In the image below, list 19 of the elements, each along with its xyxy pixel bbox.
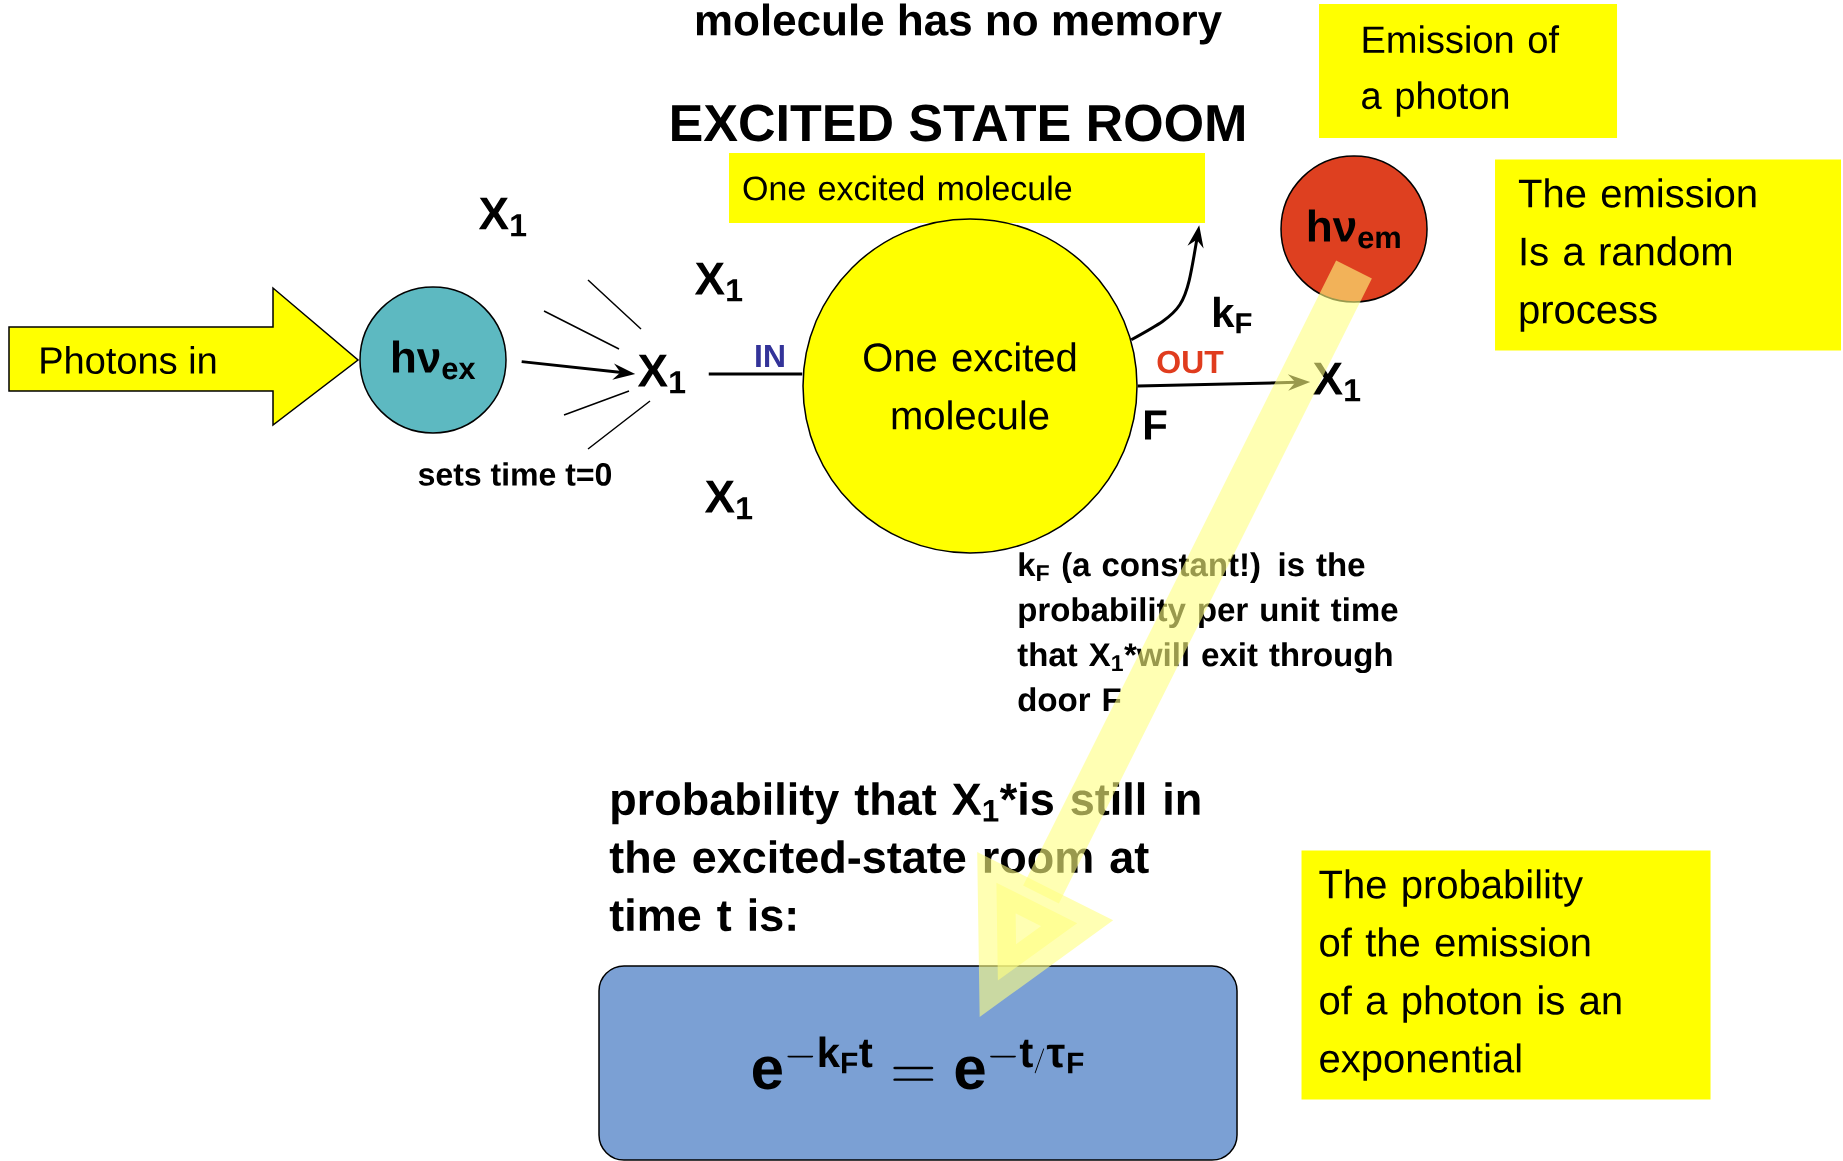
note-text: k$_{F}$ (a constant!) is the probability per unit time that X$_{1}$*will exit through door F — [1017, 552, 1398, 712]
state-label: X$_{1}$ — [704, 480, 753, 520]
rate-label: k$_{F}$ — [1214, 296, 1252, 334]
state-label: X$_{1}$ — [478, 197, 527, 237]
state-label: X$_{1}$ — [1312, 362, 1361, 402]
edge-label: OUT — [1155, 349, 1225, 375]
note-box: One excited molecule — [729, 153, 1205, 223]
note-box: Emission of a photon — [1319, 4, 1618, 138]
state-label: X$_{1}$ — [637, 354, 686, 394]
state-label: X$_{1}$ — [694, 262, 743, 302]
heading: EXCITED STATE ROOM — [672, 104, 1244, 142]
note-text: probability that X$_{1}$*is still in the excited-state room at time t is: — [609, 782, 1200, 932]
note-box: The emission Is a random process — [1495, 159, 1842, 351]
note-box: The probability of the emission of a photon is an exponential — [1301, 850, 1711, 1100]
formula-box: $e^{-k_{F}t} = e^{-t/\tau_{F}}$ — [598, 965, 1238, 1161]
caption-text: sets time t=0 — [418, 462, 612, 486]
door-label: F — [1145, 410, 1167, 440]
edge-label: IN — [753, 344, 787, 368]
heading-text: molecule has no memory — [696, 3, 1222, 45]
